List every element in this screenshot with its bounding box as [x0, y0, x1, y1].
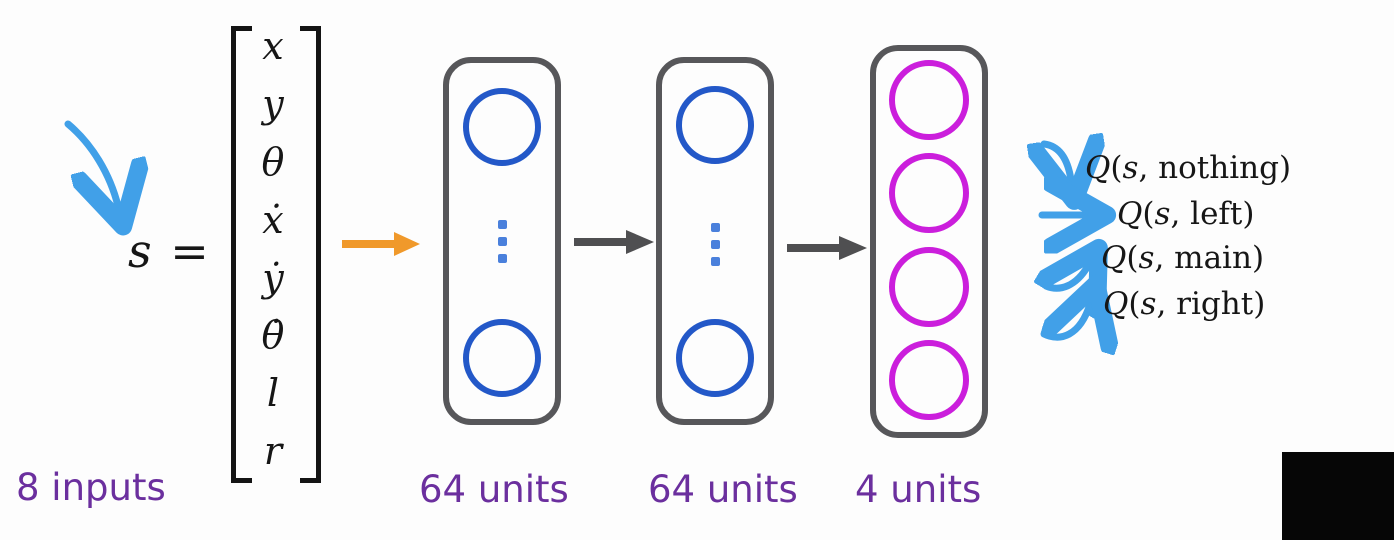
- q-action: left: [1190, 196, 1243, 232]
- neuron-circle: [889, 247, 969, 327]
- q-main-arrow-icon: [1042, 256, 1098, 296]
- vector-bracket-left: [231, 26, 252, 483]
- inputs-count-label: 8 inputs: [16, 466, 166, 509]
- ellipsis-dot: [711, 257, 720, 266]
- q-func: Q: [1117, 196, 1143, 232]
- ellipsis-dot: [711, 240, 720, 249]
- neuron-circle: [889, 153, 969, 233]
- q-right-arrow-icon: [1040, 294, 1102, 344]
- q-state: s: [1138, 240, 1155, 276]
- q-value-left: Q(s, left): [1117, 196, 1255, 232]
- vector-entry: ẏ: [262, 255, 284, 300]
- state-symbol: s: [128, 224, 154, 278]
- black-corner-rectangle: [1282, 452, 1394, 540]
- state-equation: s =: [128, 224, 211, 278]
- vector-entry: y: [262, 81, 284, 126]
- neuron-circle: [889, 60, 969, 140]
- vector-entry: l: [266, 371, 280, 416]
- layer-2-units-label: 64 units: [648, 468, 798, 511]
- vector-entry: θ̇: [261, 313, 285, 358]
- q-action: right: [1176, 286, 1254, 322]
- vector-entry: θ: [261, 139, 285, 184]
- q-left-arrow-icon: [1038, 203, 1100, 227]
- q-state: s: [1154, 196, 1171, 232]
- state-vector: x y θ ẋ ẏ θ̇ l r: [243, 24, 303, 474]
- vector-entry: ẋ: [262, 197, 284, 242]
- q-value-main: Q(s, main): [1101, 240, 1265, 276]
- equals-sign: =: [170, 224, 211, 278]
- ellipsis-dot: [498, 254, 507, 263]
- ellipsis-dot: [711, 223, 720, 232]
- q-action: nothing: [1158, 150, 1279, 186]
- layer-arrow-icon: [787, 236, 867, 260]
- q-nothing-arrow-icon: [1038, 136, 1084, 192]
- q-state: s: [1140, 286, 1157, 322]
- vector-entry: x: [262, 24, 284, 68]
- q-state: s: [1122, 150, 1139, 186]
- q-func: Q: [1103, 286, 1129, 322]
- q-func: Q: [1101, 240, 1127, 276]
- input-pointer-arrow-icon: [64, 120, 142, 227]
- q-value-right: Q(s, right): [1103, 286, 1266, 322]
- neuron-circle: [676, 86, 754, 164]
- ellipsis-dot: [498, 237, 507, 246]
- neuron-circle: [676, 319, 754, 397]
- neuron-circle: [889, 340, 969, 420]
- input-arrow-icon: [342, 232, 420, 256]
- ellipsis-dot: [498, 220, 507, 229]
- layer-3-units-label: 4 units: [855, 468, 982, 511]
- q-value-nothing: Q(s, nothing): [1085, 150, 1292, 186]
- q-func: Q: [1085, 150, 1111, 186]
- neuron-circle: [463, 319, 541, 397]
- q-action: main: [1174, 240, 1252, 276]
- neuron-circle: [463, 88, 541, 166]
- vector-entry: r: [263, 429, 283, 474]
- layer-1-units-label: 64 units: [419, 468, 569, 511]
- vector-bracket-right: [300, 26, 321, 483]
- layer-arrow-icon: [574, 230, 654, 254]
